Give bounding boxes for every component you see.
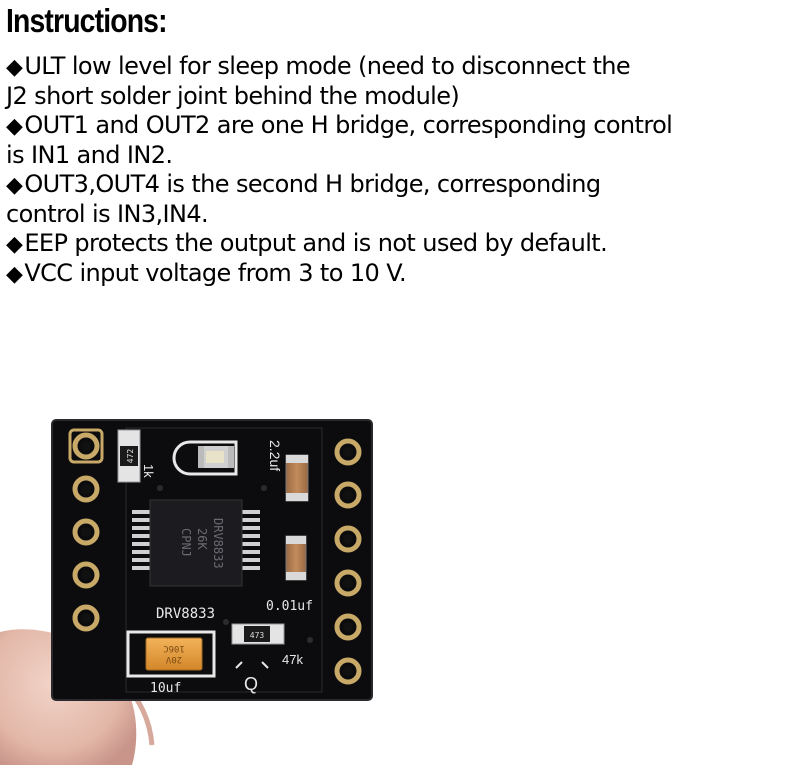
silk-47k: 47k (282, 652, 303, 667)
instructions-list: ◆ULT low level for sleep mode (need to d… (6, 52, 800, 289)
silk-2uf: 2.2uf (267, 440, 283, 471)
instruction-text: is IN1 and IN2. (6, 141, 173, 169)
instruction-text: OUT1 and OUT2 are one H bridge, correspo… (24, 111, 673, 139)
ic-pins-right (240, 510, 260, 570)
instruction-text: J2 short solder joint behind the module) (6, 82, 460, 110)
tantalum-line-2: 20V (165, 654, 182, 664)
instruction-line: ◆EEP protects the output and is not used… (6, 229, 800, 259)
tantalum-capacitor (145, 637, 203, 671)
instruction-line: J2 short solder joint behind the module) (6, 82, 800, 111)
drv8833-module-photo: 472 1k 2.2uf DRV8833 26K CPNJ DRV8833 0.… (0, 419, 373, 765)
resistor-top-label: 472 (126, 449, 135, 464)
instruction-line: ◆OUT3,OUT4 is the second H bridge, corre… (6, 170, 800, 200)
instruction-line: is IN1 and IN2. (6, 141, 800, 170)
silk-001uf: 0.01uf (266, 599, 313, 614)
tantalum-line-1: 106C (163, 643, 185, 653)
diamond-bullet-icon: ◆ (6, 173, 23, 198)
instruction-text: OUT3,OUT4 is the second H bridge, corres… (24, 170, 601, 198)
diamond-bullet-icon: ◆ (6, 55, 23, 80)
left-header-pads (68, 428, 104, 632)
instructions-title: Instructions: (6, 2, 168, 39)
tantalum-silk (126, 630, 216, 678)
instruction-line: control is IN3,IN4. (6, 200, 800, 229)
instruction-text: control is IN3,IN4. (6, 200, 209, 228)
chip-line-2: 26K (195, 528, 209, 550)
drv8833-chip (149, 499, 243, 587)
silk-1k: 1k (141, 464, 156, 478)
silk-10uf: 10uf (150, 681, 181, 696)
instruction-line: ◆VCC input voltage from 3 to 10 V. (6, 259, 800, 289)
right-header-pads (334, 438, 362, 685)
chip-line-3: CPNJ (179, 528, 193, 557)
chip-line-1: DRV8833 (211, 518, 225, 569)
instruction-line: ◆OUT1 and OUT2 are one H bridge, corresp… (6, 111, 800, 141)
instruction-line: ◆ULT low level for sleep mode (need to d… (6, 52, 800, 82)
pcb-silk-outline (125, 427, 323, 693)
vias (157, 485, 313, 643)
diamond-bullet-icon: ◆ (6, 114, 23, 139)
diamond-bullet-icon: ◆ (6, 262, 23, 287)
instruction-text: EEP protects the output and is not used … (24, 229, 608, 257)
silk-q: Q (244, 674, 258, 694)
diamond-bullet-icon: ◆ (6, 232, 23, 257)
resistor-bottom-label: 473 (250, 631, 265, 640)
led-silk (172, 440, 238, 476)
silk-drv8833: DRV8833 (156, 606, 215, 622)
instruction-text: ULT low level for sleep mode (need to di… (24, 52, 631, 80)
ic-pins-left (132, 510, 152, 570)
instruction-text: VCC input voltage from 3 to 10 V. (24, 259, 406, 287)
